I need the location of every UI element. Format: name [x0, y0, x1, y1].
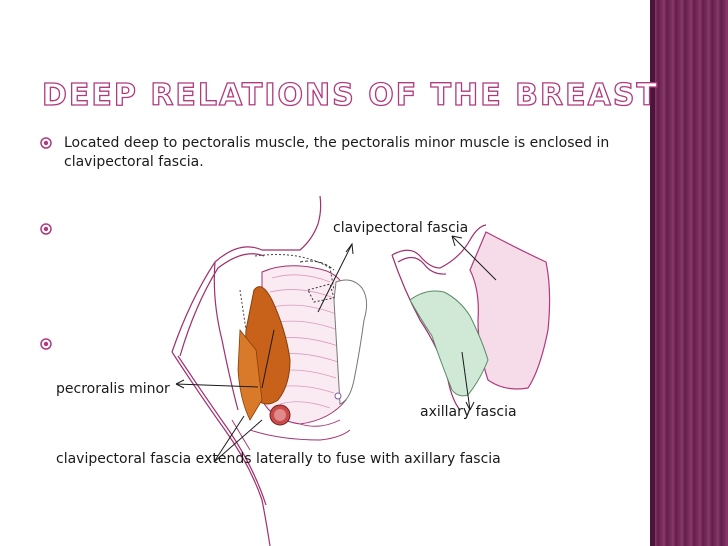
fascia-dotted-line — [254, 254, 335, 291]
axillary-fascia-region — [409, 290, 489, 397]
decorative-side-band — [650, 0, 728, 546]
figure-caption: clavipectoral fascia extends laterally t… — [56, 451, 501, 467]
slide-title: Deep relations of the breast — [41, 77, 659, 113]
clavipectoral-fascia-label: clavipectoral fascia — [333, 220, 469, 236]
bullet-text: Located deep to pectoralis muscle, the p… — [64, 135, 610, 170]
leader-lines — [175, 235, 497, 463]
breast-tissue — [469, 231, 551, 390]
bullet-icon — [40, 338, 52, 350]
scapula-shape — [333, 279, 368, 405]
bullet-icon — [40, 137, 52, 149]
axillary-fascia-label: axillary fascia — [420, 404, 517, 420]
pectoralis-minor-label: pecroralis minor — [56, 381, 170, 397]
torso-outline — [171, 195, 322, 546]
bullet-icon — [40, 223, 52, 235]
